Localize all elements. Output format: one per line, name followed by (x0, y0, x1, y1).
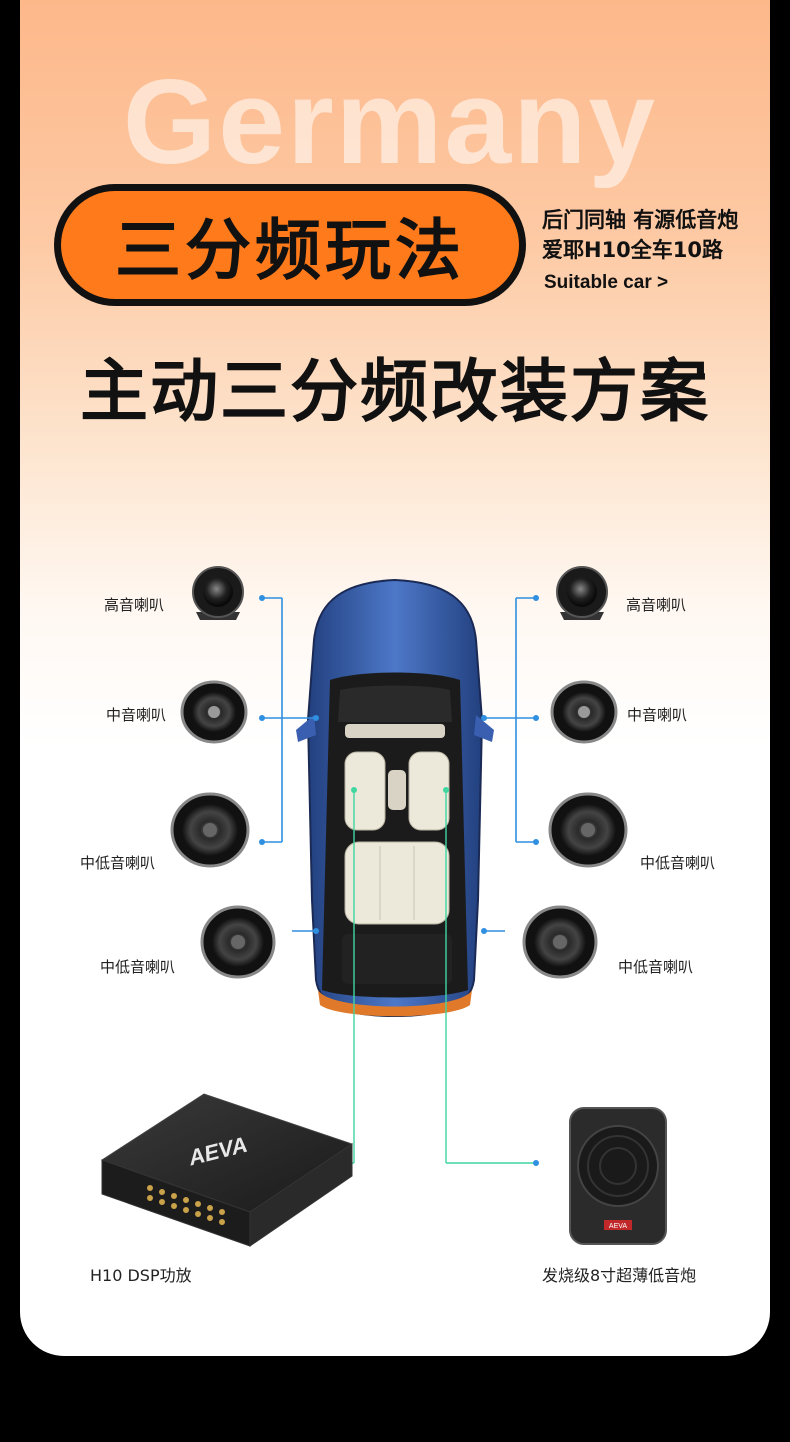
side-line-2: 爱耶H10全车10路 (542, 238, 724, 262)
speaker-wiring (262, 597, 536, 932)
left-mid-image (180, 680, 248, 744)
label-left-mid: 中音喇叭 (106, 706, 167, 724)
car-illustration (296, 578, 494, 1018)
suitable-car-link[interactable]: Suitable car > (544, 272, 669, 293)
left-rear-image (200, 905, 276, 979)
left-tweeter-image (192, 566, 244, 620)
label-right-tweeter: 高音喇叭 (626, 596, 687, 614)
sub-brand-text: AEVA (609, 1223, 627, 1230)
label-left-midbass: 中低音喇叭 (80, 854, 156, 872)
headline: 主动三分频改装方案 (79, 353, 710, 432)
badge-pill: 三分频玩法 (54, 184, 526, 306)
badge-text: 三分频玩法 (115, 212, 465, 289)
right-tweeter-image (556, 566, 608, 620)
right-midbass-image (548, 792, 628, 868)
subwoofer-image: AEVA (569, 1107, 667, 1245)
badge-pill-inner: 三分频玩法 (61, 191, 519, 299)
left-midbass-image (170, 792, 250, 868)
right-rear-image (522, 905, 598, 979)
watermark-text: Germany (122, 55, 658, 189)
dsp-amp-image: AEVA (100, 1093, 354, 1247)
label-left-rear: 中低音喇叭 (100, 958, 176, 976)
label-right-mid: 中音喇叭 (627, 706, 688, 724)
side-line-1: 后门同轴 有源低音炮 (542, 208, 739, 232)
sub-label: 发烧级8寸超薄低音炮 (542, 1266, 697, 1285)
right-mid-image (550, 680, 618, 744)
amp-label: H10 DSP功放 (90, 1266, 192, 1285)
label-right-midbass: 中低音喇叭 (640, 854, 716, 872)
label-left-tweeter: 高音喇叭 (104, 596, 165, 614)
label-right-rear: 中低音喇叭 (618, 958, 694, 976)
